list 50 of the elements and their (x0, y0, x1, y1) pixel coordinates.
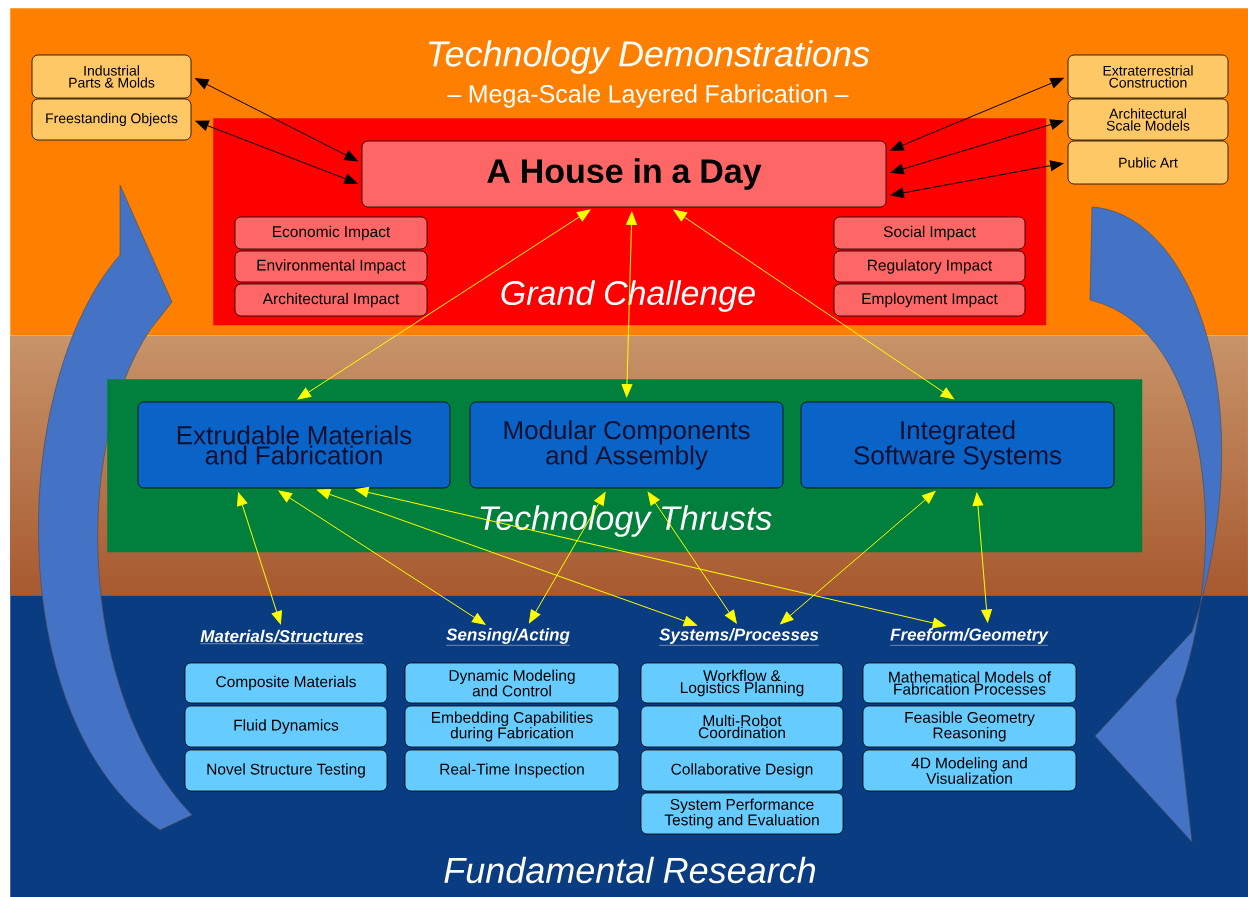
application-box: Extraterrestrial Construction (1067, 54, 1229, 99)
research-topic-box: Mathematical Models of Fabrication Processes (862, 662, 1077, 704)
double-arrow (972, 492, 992, 623)
banner-title: Technology Demonstrations (429, 40, 870, 74)
research-topic-box: Composite Materials (184, 662, 388, 704)
research-topic-box: Workflow & Logistics Planning (640, 662, 844, 704)
application-box: Industrial Parts & Molds (31, 54, 192, 99)
research-topic-box: Embedding Capabilities during Fabrication (404, 705, 620, 748)
banner-subtitle: – Mega-Scale Layered Fabrication – (447, 84, 849, 108)
research-topic-box: Real-Time Inspection (404, 749, 620, 792)
band-title: Fundamental Research (444, 856, 816, 884)
application-box: Public Art (1067, 140, 1229, 185)
double-arrow (673, 209, 954, 400)
impact-box: Architectural Impact (234, 283, 428, 317)
application-box: Architectural Scale Models (1067, 98, 1229, 141)
double-arrow (780, 491, 936, 625)
double-arrow (237, 492, 282, 625)
column-heading: Systems/Processes (658, 628, 820, 646)
double-arrow (890, 160, 1064, 199)
research-topic-box: Fluid Dynamics (184, 705, 388, 748)
column-heading: Freeform/Geometry (889, 628, 1049, 646)
thrust-box: Extrudable Materials and Fabrication (137, 401, 451, 489)
impact-box: Environmental Impact (234, 250, 428, 283)
double-arrow (890, 77, 1064, 151)
research-topic-box: Collaborative Design (640, 749, 844, 792)
double-arrow (195, 78, 358, 162)
research-topic-box: Feasible Geometry Reasoning (862, 705, 1077, 748)
research-topic-box: Novel Structure Testing (184, 749, 388, 792)
impact-box: Economic Impact (234, 216, 428, 250)
application-box: Freestanding Objects (31, 98, 192, 141)
double-arrow (355, 486, 946, 629)
research-topic-box: 4D Modeling and Visualization (862, 749, 1077, 792)
impact-box: Employment Impact (833, 283, 1026, 317)
research-topic-box: System Performance Testing and Evaluation (640, 792, 844, 835)
column-heading: Materials/Structures (200, 629, 364, 644)
column-heading: Sensing/Acting (445, 628, 571, 646)
research-topic-box: Dynamic Modeling and Control (404, 662, 620, 704)
double-arrow (647, 491, 737, 624)
double-arrow (195, 120, 358, 184)
thrust-box: Integrated Software Systems (800, 401, 1115, 489)
double-arrow (278, 490, 486, 625)
double-arrow (297, 209, 591, 400)
research-topic-box: Multi-Robot Coordination (640, 705, 844, 748)
challenge-box: A House in a Day (361, 140, 887, 208)
double-arrow (528, 492, 606, 624)
thrust-box: Modular Components and Assembly (469, 401, 784, 489)
impact-box: Social Impact (833, 216, 1026, 250)
double-arrow (890, 119, 1064, 175)
impact-box: Regulatory Impact (833, 250, 1026, 283)
double-arrow (621, 211, 637, 398)
